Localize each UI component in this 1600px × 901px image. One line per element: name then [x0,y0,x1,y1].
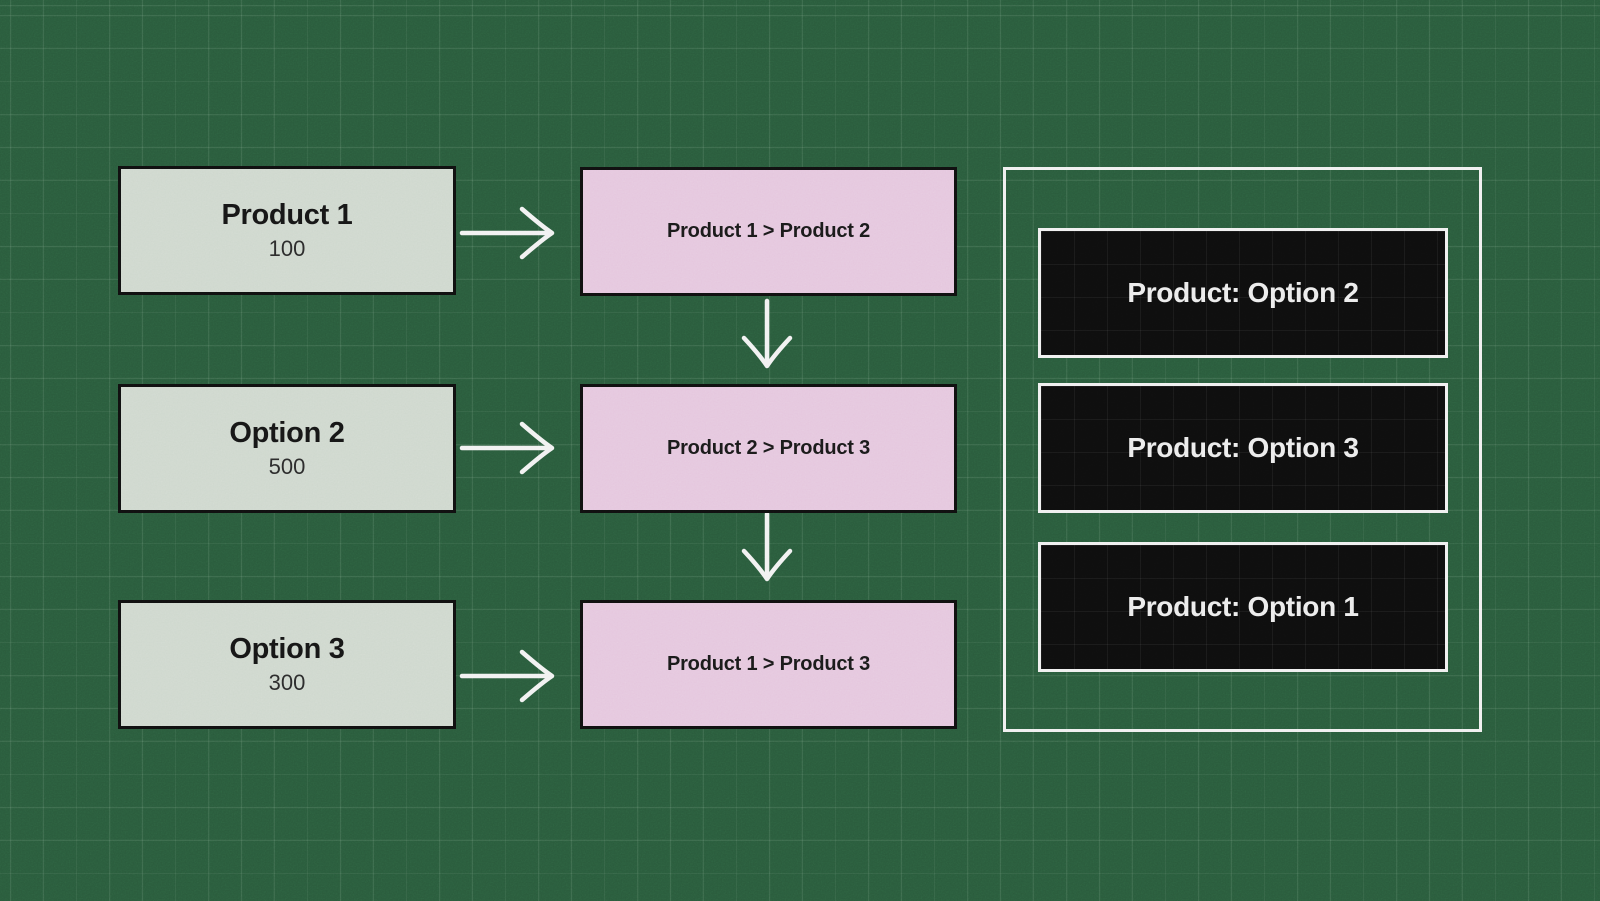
node-value: 300 [268,670,306,696]
node-title: Option 2 [229,416,345,449]
source-node-product-1: Product 1 100 [118,166,456,295]
node-value: 100 [268,236,306,262]
arrow-product1-to-relation1 [459,206,555,260]
result-label: Product: Option 2 [1127,277,1359,308]
node-value: 500 [268,454,306,480]
relation-node-2: Product 2 > Product 3 [580,384,957,513]
node-title: Product 1 [221,198,353,231]
result-label: Product: Option 3 [1127,432,1359,463]
result-box-option-2: Product: Option 2 [1038,228,1448,358]
relation-label: Product 2 > Product 3 [666,437,871,459]
arrow-relation2-to-relation3 [741,511,793,582]
arrow-relation1-to-relation2 [741,298,793,369]
arrow-option3-to-relation3 [459,649,555,703]
relation-label: Product 1 > Product 2 [666,220,871,242]
relation-node-1: Product 1 > Product 2 [580,167,957,296]
relation-label: Product 1 > Product 3 [666,653,871,675]
result-box-option-3: Product: Option 3 [1038,383,1448,513]
result-panel: Product: Option 2 Product: Option 3 Prod… [1003,167,1482,732]
source-node-option-2: Option 2 500 [118,384,456,513]
result-label: Product: Option 1 [1127,591,1359,622]
node-title: Option 3 [229,632,345,665]
result-box-option-1: Product: Option 1 [1038,542,1448,672]
source-node-option-3: Option 3 300 [118,600,456,729]
relation-node-3: Product 1 > Product 3 [580,600,957,729]
arrow-option2-to-relation2 [459,421,555,475]
